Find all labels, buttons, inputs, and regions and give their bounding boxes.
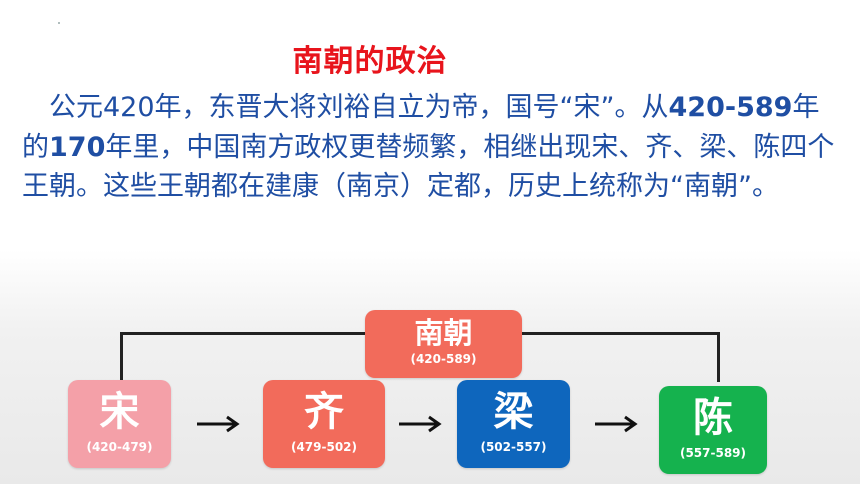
paragraph-text: 年里，中国南方政权更替频繁，相继出现宋、齐、梁、陈四个王朝。这些王朝都在建康（南… xyxy=(22,131,835,203)
dynasty-years: (557-589) xyxy=(679,446,747,460)
dynasty-years: (502-557) xyxy=(480,440,547,454)
dynasty-box-chen: 陈 (557-589) xyxy=(659,386,767,474)
paragraph-year-count: 170 xyxy=(49,131,106,163)
dynasty-years: (420-479) xyxy=(86,440,153,454)
dynasty-years: (479-502) xyxy=(290,440,358,454)
dynasty-box-song: 宋 (420-479) xyxy=(68,380,171,468)
dynasty-name: 宋 xyxy=(99,389,140,435)
dynasty-name: 陈 xyxy=(693,395,733,441)
right-arrow-icon xyxy=(197,415,240,433)
box-years: (420-589) xyxy=(410,352,477,366)
southern-dynasties-box: 南朝 (420-589) xyxy=(365,310,522,378)
dynasty-box-liang: 梁 (502-557) xyxy=(457,380,570,468)
box-name: 南朝 xyxy=(414,316,473,350)
right-arrow-icon xyxy=(595,415,638,433)
paragraph-year-range: 420-589 xyxy=(668,92,793,123)
dynasty-box-qi: 齐 (479-502) xyxy=(263,380,385,468)
page-title: 南朝的政治 xyxy=(292,44,448,79)
intro-paragraph: 公元420年，东晋大将刘裕自立为帝，国号“宋”。从420-589年的170年里，… xyxy=(22,88,842,207)
paragraph-text: 年的 xyxy=(22,92,820,163)
dynasty-name: 齐 xyxy=(304,389,344,435)
dynasty-name: 梁 xyxy=(493,389,534,435)
decorative-dot xyxy=(58,22,60,24)
right-arrow-icon xyxy=(399,415,442,433)
paragraph-text: 公元420年，东晋大将刘裕自立为帝，国号“宋”。从 xyxy=(49,92,669,123)
